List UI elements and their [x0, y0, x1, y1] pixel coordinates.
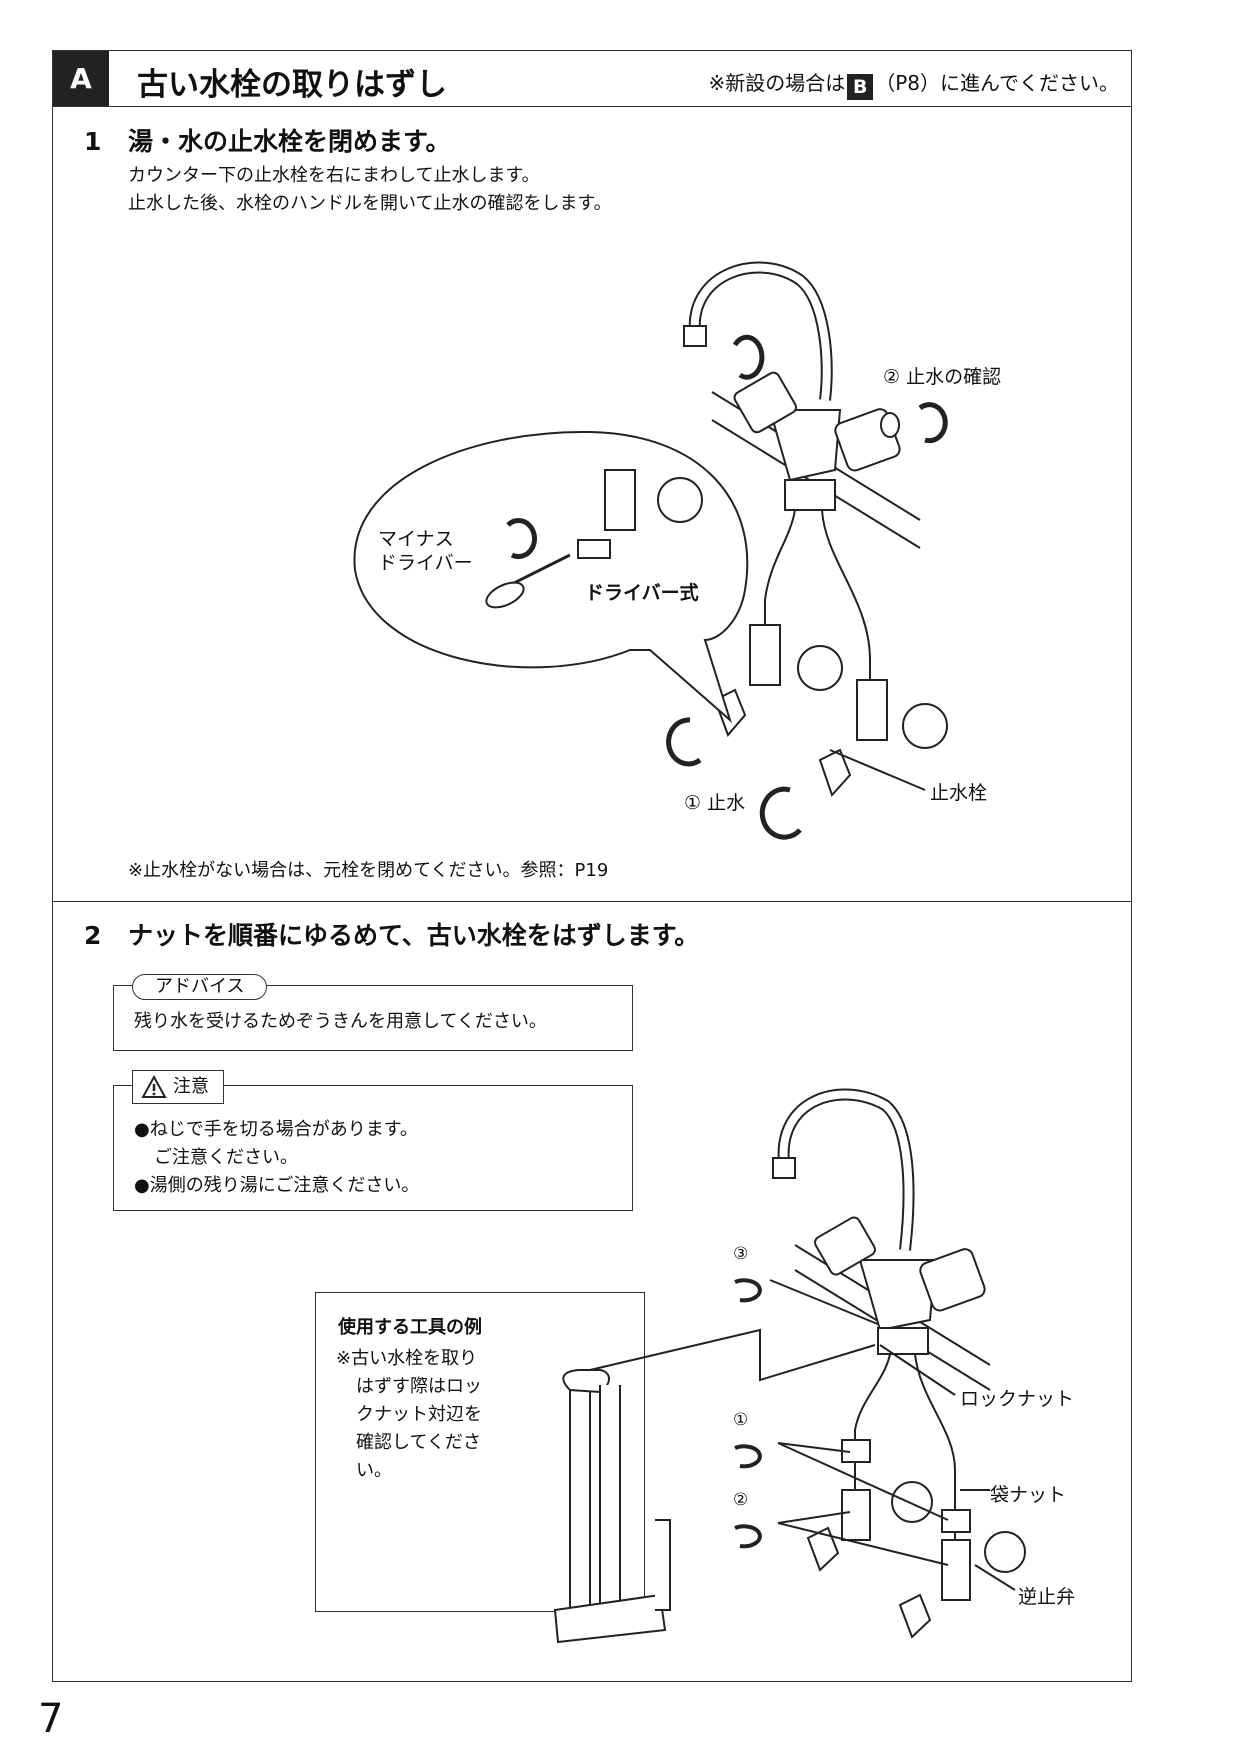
caution-line: ご注意ください。: [154, 1147, 298, 1168]
order-label-2: ②: [733, 1490, 749, 1510]
advice-box: アドバイス 残り水を受けるためぞうきんを用意してください。: [113, 974, 633, 1051]
leader-line: [769, 1279, 881, 1326]
step1-line: カウンター下の止水栓を右にまわして止水します。: [128, 165, 540, 186]
advice-label: アドバイス: [132, 974, 268, 1000]
lock-nut-label: ロックナット: [960, 1388, 1075, 1410]
section-badge-b: B: [847, 74, 874, 100]
driver-type-label: ドライバー式: [585, 582, 699, 604]
wall-flange: [984, 1531, 1026, 1573]
tool-note-line: ※古い水栓を取り: [336, 1348, 478, 1369]
rotate-arrow-icon: [734, 1278, 762, 1303]
caution-text: ●ねじで手を切る場合があります。 ご注意ください。 ●湯側の残り湯にご注意くださ…: [134, 1116, 419, 1200]
tool-note-line: はずす際はロッ: [356, 1376, 482, 1397]
cold-valve-handle-icon: [818, 748, 852, 797]
rotate-arrow-icon: [734, 1444, 762, 1469]
order-label-3: ③: [733, 1244, 749, 1264]
detail-bubble: [353, 430, 749, 724]
caution-label: 注意: [173, 1076, 209, 1097]
leader-line: [777, 1511, 851, 1524]
note-prefix: ※新設の場合は: [708, 71, 846, 95]
bag-nut-label: 袋ナット: [990, 1484, 1067, 1506]
caution-tag: 注意: [132, 1070, 224, 1104]
faucet-body: [768, 409, 842, 482]
rotate-arrow-icon: [666, 717, 702, 767]
step1-footnote: ※止水栓がない場合は、元栓を閉めてください。参照：P19: [128, 860, 609, 881]
step2-number: 2: [84, 921, 102, 950]
rotate-arrow-icon: [734, 1524, 762, 1549]
rotate-arrow-icon: [918, 402, 948, 444]
step-divider: [53, 901, 1131, 902]
section-badge-a: A: [53, 51, 109, 106]
tool-note-line: い。: [356, 1460, 392, 1481]
right-handle-icon: [919, 1248, 986, 1312]
confirm-label: ② 止水の確認: [883, 366, 1002, 388]
cold-valve: [856, 679, 888, 741]
section-title: 古い水栓の取りはずし: [137, 67, 447, 103]
tool-note: ※古い水栓を取り はずす際はロッ クナット対辺を 確認してくださ い。: [336, 1345, 482, 1485]
rotate-arrow-icon: [506, 518, 538, 560]
step1-title-text: 湯・水の止水栓を閉めます。: [128, 127, 451, 156]
wrench-icon: [569, 1390, 591, 1621]
tool-note-line: クナット対辺を: [356, 1404, 482, 1425]
wall-flange: [797, 645, 843, 691]
tool-example-box: 使用する工具の例 ※古い水栓を取り はずす際はロッ クナット対辺を 確認してくだ…: [315, 1292, 645, 1612]
leader-line: [777, 1522, 949, 1566]
left-handle-icon: [814, 1216, 876, 1276]
caution-box: 注意 ●ねじで手を切る場合があります。 ご注意ください。 ●湯側の残り湯にご注意…: [113, 1070, 633, 1211]
tool-title: 使用する工具の例: [338, 1317, 482, 1338]
step2-title: 2 ナットを順番にゆるめて、古い水栓をはずします。: [84, 916, 699, 952]
hot-pipe: [854, 1353, 891, 1500]
rotate-arrow-icon: [759, 786, 802, 840]
wall-flange: [891, 1481, 933, 1523]
check-valve-label: 逆止弁: [1018, 1586, 1076, 1608]
faucet-body: [858, 1259, 937, 1332]
hot-pipe: [764, 509, 796, 680]
tool-note-line: 確認してくださ: [356, 1432, 481, 1453]
bag-nut: [941, 1509, 971, 1533]
rotate-arrow-icon: [732, 334, 765, 380]
leader-line: [879, 1344, 956, 1396]
left-handle-icon: [733, 371, 797, 434]
step1-line: 止水した後、水栓のハンドルを開いて止水の確認をします。: [128, 193, 612, 214]
lock-nut: [877, 1327, 929, 1355]
lock-nut: [784, 479, 836, 511]
tool-pointer-line: [589, 1328, 876, 1382]
warning-triangle-icon: [141, 1075, 167, 1098]
spout-tip: [683, 325, 707, 347]
leader-line: [829, 749, 926, 791]
driver-label-line2: ドライバー: [378, 552, 473, 574]
hot-valve: [749, 624, 781, 686]
cold-valve-handle-icon: [898, 1593, 932, 1639]
step1-description: カウンター下の止水栓を右にまわして止水します。 止水した後、水栓のハンドルを開い…: [128, 162, 612, 218]
stop-valve-label: 止水栓: [930, 782, 988, 804]
spout-tip: [772, 1157, 796, 1179]
step1-title: 1 湯・水の止水栓を閉めます。: [84, 122, 451, 158]
cold-valve: [941, 1539, 971, 1601]
cold-pipe: [821, 509, 871, 730]
order-label-1: ①: [733, 1410, 749, 1430]
hot-valve: [841, 1489, 871, 1541]
step2-title-text: ナットを順番にゆるめて、古い水栓をはずします。: [128, 921, 700, 950]
leader-line: [777, 1442, 949, 1521]
wall-flange: [902, 703, 948, 749]
leader-line: [777, 1442, 851, 1453]
stop-label: ① 止水: [684, 792, 746, 814]
page-number: 7: [38, 1696, 64, 1742]
hot-valve-handle-icon: [806, 1526, 840, 1572]
advice-text: 残り水を受けるためぞうきんを用意してください。: [134, 1011, 547, 1032]
caution-line: ●湯側の残り湯にご注意ください。: [134, 1175, 420, 1196]
note-suffix: （P8）に進んでください。: [875, 71, 1119, 95]
driver-label-line1: マイナス: [378, 528, 454, 550]
caution-line: ●ねじで手を切る場合があります。: [134, 1119, 418, 1140]
leader-line: [974, 1564, 1016, 1591]
step1-number: 1: [84, 127, 102, 156]
driver-valve: [604, 469, 636, 531]
